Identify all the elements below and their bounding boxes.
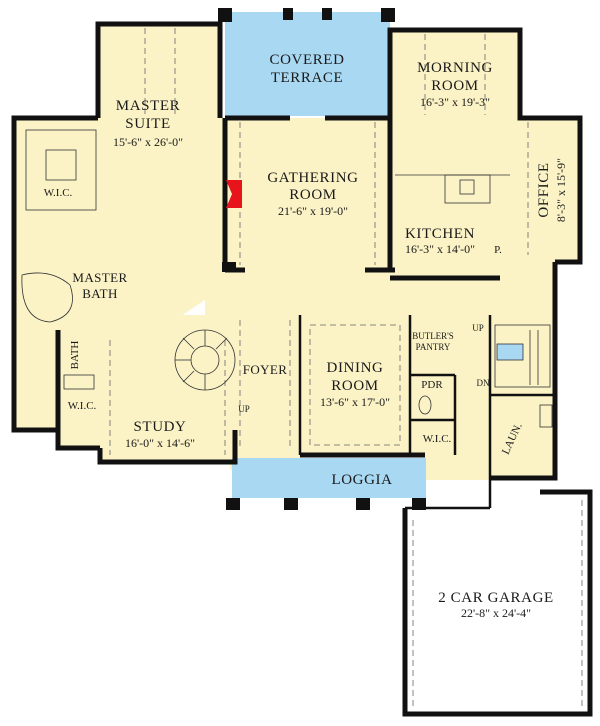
floor-hall — [205, 262, 555, 315]
morning-room-label-2: ROOM — [431, 78, 478, 94]
wic-pdr-label: W.I.C. — [423, 433, 452, 445]
floor-gathering — [225, 118, 390, 272]
floor-morning-kitchen — [390, 30, 580, 280]
master-suite-label-2: SUITE — [125, 116, 171, 132]
gathering-room-label-2: ROOM — [289, 187, 336, 203]
covered-terrace-label: COVERED — [269, 52, 344, 68]
rear-stair-up: UP — [472, 323, 484, 333]
garage-dims: 22'-8" x 24'-4" — [461, 606, 531, 620]
floor-service — [490, 315, 555, 478]
garage-label: 2 CAR GARAGE — [438, 590, 554, 606]
study-dims: 16'-0" x 14'-6" — [125, 436, 195, 450]
fireplace — [226, 180, 242, 208]
wic-master-label: W.I.C. — [44, 187, 73, 199]
kitchen-dims: 16'-3" x 14'-0" — [405, 242, 475, 256]
master-bath-label: MASTER — [72, 270, 127, 285]
dining-room-dims: 13'-6" x 17'-0" — [320, 395, 390, 409]
kitchen-label: KITCHEN — [405, 226, 475, 242]
study-label: STUDY — [133, 419, 186, 435]
foyer-stair-up: UP — [238, 404, 250, 414]
walls — [11, 8, 593, 717]
covered-terrace-label-2: TERRACE — [271, 70, 344, 86]
bath-label: BATH — [69, 341, 81, 370]
morning-room-dims: 16'-3" x 19'-3" — [420, 95, 490, 109]
foyer-label: FOYER — [243, 362, 288, 377]
gathering-room-label: GATHERING — [267, 170, 358, 186]
master-bath-label-2: BATH — [82, 286, 118, 301]
morning-room-label: MORNING — [417, 60, 493, 76]
pdr-label: PDR — [421, 379, 443, 391]
dining-room-label-2: ROOM — [331, 378, 378, 394]
floor-study — [58, 330, 235, 462]
master-suite-label: MASTER — [116, 98, 180, 114]
office-dims: 8'-3" x 15'-9" — [554, 158, 568, 222]
loggia-fill — [232, 458, 426, 498]
gathering-room-dims: 21'-6" x 19'-0" — [278, 204, 348, 218]
floor-fills — [14, 12, 580, 498]
rear-stair-dn: DN — [477, 378, 490, 388]
master-suite-dims: 15'-6" x 26'-0" — [113, 135, 183, 149]
dining-room-label: DINING — [327, 360, 384, 376]
butlers-pantry-label: BUTLER'S — [412, 331, 454, 341]
wic-study-label: W.I.C. — [68, 400, 97, 412]
office-label: OFFICE — [536, 162, 552, 217]
terrace-fill — [225, 12, 390, 116]
details — [21, 28, 583, 710]
pantry-label: P. — [494, 244, 502, 256]
loggia-label: LOGGIA — [331, 472, 392, 488]
butlers-pantry-label-2: PANTRY — [416, 342, 451, 352]
